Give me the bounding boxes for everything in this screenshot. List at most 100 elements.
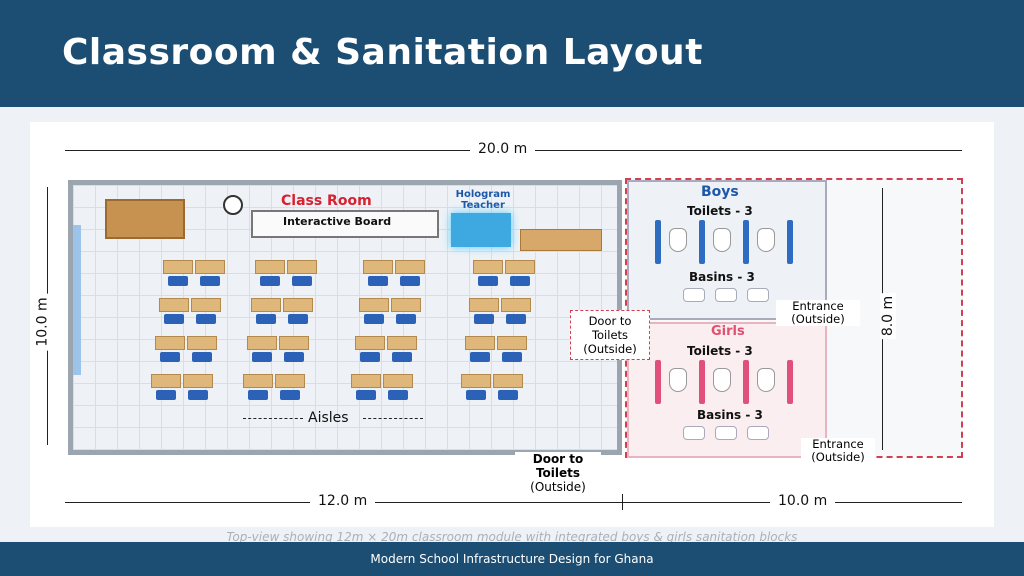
chair-icon (474, 314, 494, 324)
chair-icon (388, 390, 408, 400)
dimension-height: 10.0 m (34, 293, 51, 351)
chair-icon (200, 276, 220, 286)
partition (743, 360, 749, 404)
chair-icon (510, 276, 530, 286)
student-desk (363, 260, 393, 274)
partition (787, 360, 793, 404)
partition (655, 360, 661, 404)
classroom-area: Class Room Interactive Board Hologram Te… (68, 180, 622, 455)
student-desk (187, 336, 217, 350)
dimension-total: 20.0 m (470, 141, 536, 157)
student-desk (355, 336, 385, 350)
chair-icon (364, 314, 384, 324)
student-desk (151, 374, 181, 388)
girls-entrance-label: Entrance (Outside) (801, 438, 875, 464)
chair-icon (188, 390, 208, 400)
chair-icon (192, 352, 212, 362)
windows (73, 225, 81, 375)
partition (699, 360, 705, 404)
board-label: Interactive Board (283, 215, 392, 228)
toilet-icon (757, 368, 775, 392)
dimension-line-bottom (65, 502, 962, 503)
chair-icon (160, 352, 180, 362)
slide-header: Classroom & Sanitation Layout (0, 0, 1024, 107)
aisle-arrow-left (243, 418, 303, 419)
hologram-label: Hologram Teacher (455, 189, 511, 211)
boys-basins-label: Basins - 3 (689, 270, 755, 284)
student-desk (159, 298, 189, 312)
boys-entrance-label: Entrance (Outside) (776, 300, 860, 326)
toilet-icon (713, 368, 731, 392)
figure-caption: Top-view showing 12m × 20m classroom mod… (226, 530, 798, 544)
door-line-1: Door to (532, 452, 584, 466)
basin-icon (747, 426, 769, 440)
student-desk (359, 298, 389, 312)
toilet-icon (669, 368, 687, 392)
student-desk (163, 260, 193, 274)
chair-icon (368, 276, 388, 286)
chair-icon (248, 390, 268, 400)
student-desk (505, 260, 535, 274)
student-desk (279, 336, 309, 350)
door-to-toilets-bottom-label: Door to Toilets (Outside) (515, 452, 601, 494)
chair-icon (292, 276, 312, 286)
chair-icon (392, 352, 412, 362)
hologram-teacher-icon (451, 213, 511, 247)
slide-title: Classroom & Sanitation Layout (62, 32, 703, 73)
student-desk (501, 298, 531, 312)
student-desk (287, 260, 317, 274)
clock-icon (223, 195, 243, 215)
chair-icon (470, 352, 490, 362)
student-desk (155, 336, 185, 350)
dimension-sanitation: 10.0 m (770, 493, 836, 509)
student-desk (247, 336, 277, 350)
chair-icon (502, 352, 522, 362)
chair-icon (156, 390, 176, 400)
basin-icon (715, 426, 737, 440)
partition (699, 220, 705, 264)
sanitation-block: Boys Toilets - 3 Basins - 3 Girls Toilet… (625, 178, 963, 464)
teacher-desk (520, 229, 602, 251)
chair-icon (400, 276, 420, 286)
chair-icon (360, 352, 380, 362)
student-desk (195, 260, 225, 274)
basin-icon (715, 288, 737, 302)
chair-icon (498, 390, 518, 400)
toilet-icon (713, 228, 731, 252)
girls-basins-label: Basins - 3 (697, 408, 763, 422)
chair-icon (164, 314, 184, 324)
student-desk (395, 260, 425, 274)
student-desk (387, 336, 417, 350)
chair-icon (288, 314, 308, 324)
slide-footer: Modern School Infrastructure Design for … (0, 542, 1024, 576)
student-desk (191, 298, 221, 312)
student-desk (493, 374, 523, 388)
student-desk (255, 260, 285, 274)
dimension-tick (622, 494, 623, 510)
chair-icon (196, 314, 216, 324)
partition (655, 220, 661, 264)
chair-icon (252, 352, 272, 362)
classroom-label: Class Room (281, 193, 372, 209)
toilet-icon (669, 228, 687, 252)
floor-plan-image: 20.0 m 10.0 m 12.0 m 10.0 m Class Room I… (30, 122, 994, 527)
student-desk (469, 298, 499, 312)
girls-title: Girls (711, 324, 745, 339)
chair-icon (168, 276, 188, 286)
chair-icon (478, 276, 498, 286)
chair-icon (280, 390, 300, 400)
dimension-sanitation-height: 8.0 m (880, 292, 897, 340)
aisle-arrow-right (363, 418, 423, 419)
chair-icon (466, 390, 486, 400)
door-line-2: Toilets (535, 466, 581, 480)
partition (743, 220, 749, 264)
basin-icon (747, 288, 769, 302)
bookshelf-icon (105, 199, 185, 239)
student-desk (497, 336, 527, 350)
door-line-3: (Outside) (530, 480, 586, 494)
basin-icon (683, 426, 705, 440)
dimension-classroom: 12.0 m (310, 493, 376, 509)
aisles-label: Aisles (308, 410, 349, 426)
chair-icon (506, 314, 526, 324)
student-desk (283, 298, 313, 312)
